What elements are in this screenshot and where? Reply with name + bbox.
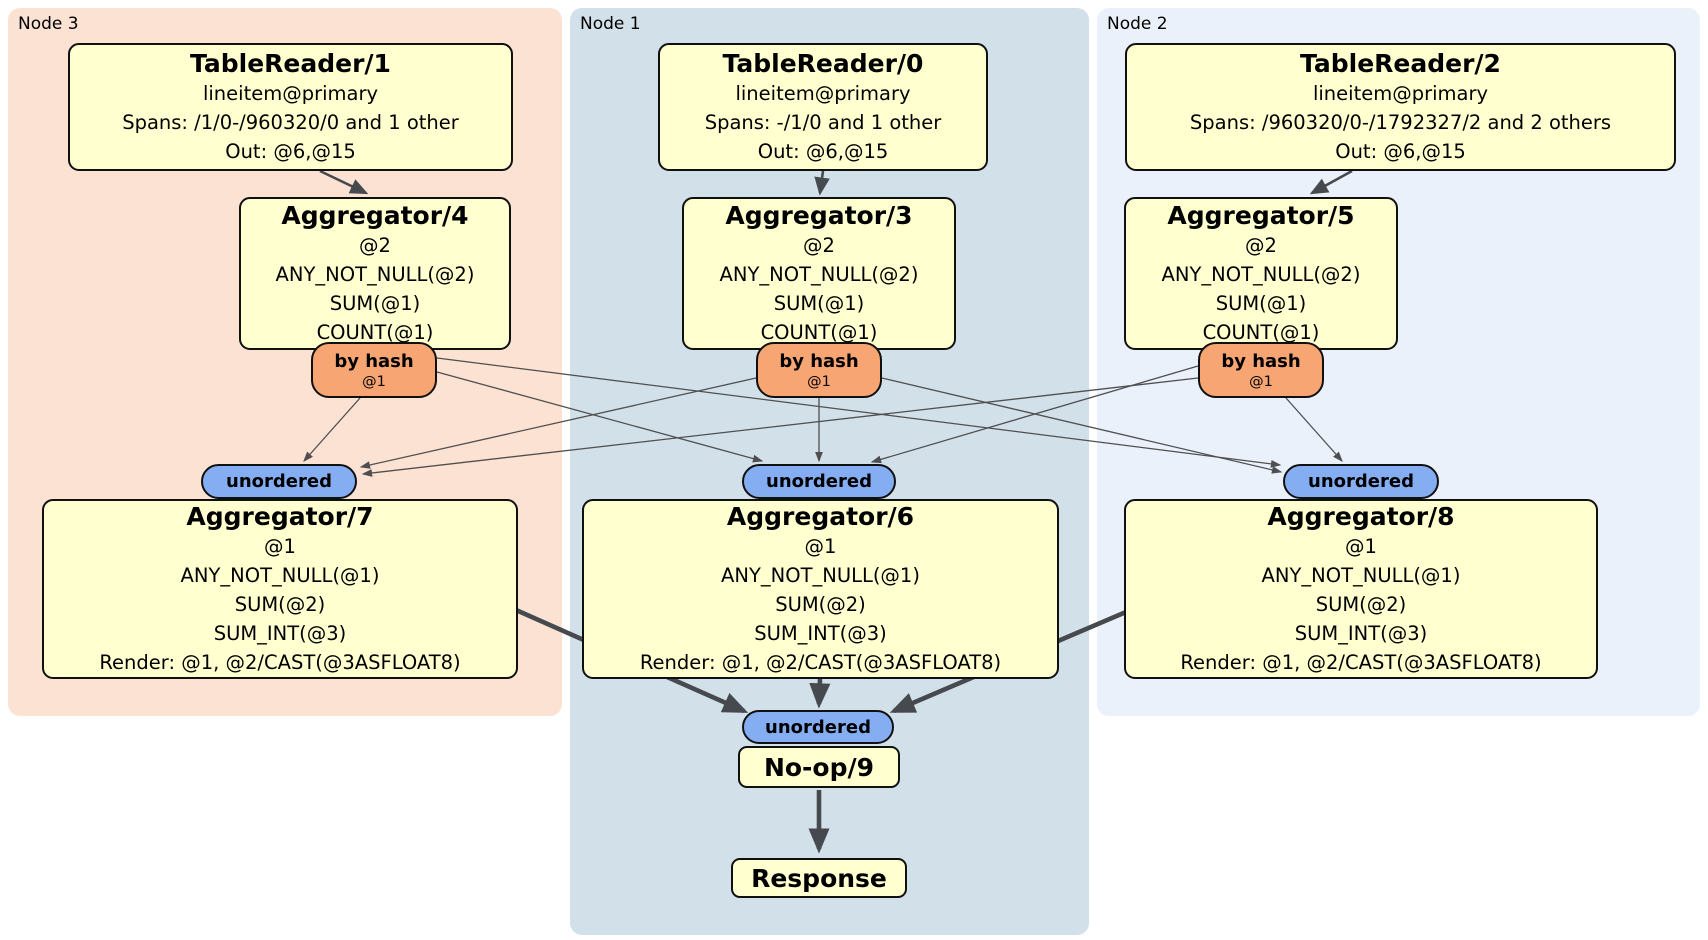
edge-tablereader0-aggregator3 [814,170,830,196]
processor-group-cols: @2 [359,234,391,257]
processor-spans: Spans: -/1/0 and 1 other [704,111,942,134]
router-by-hash-3: by hash @1 [756,342,882,398]
router-columns: @1 [362,373,386,390]
region-node-1-label: Node 1 [580,14,641,34]
processor-group-cols: @2 [803,234,835,257]
processor-title: TableReader/2 [1300,49,1501,78]
processor-agg-fn: SUM_INT(@3) [1294,622,1428,645]
processor-render: Render: @1, @2/CAST(@3ASFLOAT8) [99,651,461,674]
stream-label: unordered [226,471,332,492]
processor-agg-fn: SUM(@2) [234,593,326,616]
processor-noop-9: No-op/9 [738,746,900,788]
processor-index: lineitem@primary [735,82,911,105]
processor-title: Aggregator/7 [186,502,374,531]
processor-group-cols: @1 [264,535,296,558]
router-label: by hash [1221,350,1301,372]
edge-router5-unordered6 [870,365,1199,464]
processor-out: Out: @6,@15 [757,140,889,163]
processor-agg-fn: ANY_NOT_NULL(@2) [1161,263,1361,286]
edge-router4-unordered7 [303,397,361,462]
router-columns: @1 [1249,373,1273,390]
processor-agg-fn: ANY_NOT_NULL(@2) [275,263,475,286]
processor-agg-fn: COUNT(@1) [1202,321,1320,344]
processor-render: Render: @1, @2/CAST(@3ASFLOAT8) [1180,651,1542,674]
processor-agg-fn: COUNT(@1) [760,321,878,344]
processor-tablereader-1: TableReader/1 lineitem@primary Spans: /1… [68,43,513,171]
processor-aggregator-6: Aggregator/6 @1 ANY_NOT_NULL(@1) SUM(@2)… [582,499,1059,679]
router-label: by hash [334,350,414,372]
stream-label: unordered [1308,471,1414,492]
processor-response: Response [731,858,907,898]
processor-tablereader-2: TableReader/2 lineitem@primary Spans: /9… [1125,43,1676,171]
processor-agg-fn: SUM(@1) [773,292,865,315]
edge-router3-unordered7 [359,377,757,469]
processor-spans: Spans: /960320/0-/1792327/2 and 2 others [1189,111,1612,134]
edge-router5-unordered8 [1285,397,1343,462]
processor-aggregator-7: Aggregator/7 @1 ANY_NOT_NULL(@1) SUM(@2)… [42,499,518,679]
processor-index: lineitem@primary [202,82,379,105]
edge-tablereader1-aggregator4 [319,169,369,195]
processor-aggregator-3: Aggregator/3 @2 ANY_NOT_NULL(@2) SUM(@1)… [682,197,956,350]
edge-router3-unordered8 [881,377,1283,474]
processor-agg-fn: ANY_NOT_NULL(@1) [180,564,380,587]
processor-title: Response [751,863,887,893]
processor-group-cols: @1 [804,535,837,558]
processor-out: Out: @6,@15 [225,140,356,163]
processor-title: Aggregator/8 [1267,502,1455,531]
processor-aggregator-4: Aggregator/4 @2 ANY_NOT_NULL(@2) SUM(@1)… [239,197,511,350]
processor-agg-fn: ANY_NOT_NULL(@1) [721,564,920,587]
processor-title: Aggregator/3 [725,201,913,230]
edge-aggregator6-unordered9 [809,678,831,709]
processor-title: No-op/9 [763,752,875,782]
region-node-2-label: Node 2 [1107,14,1168,34]
stream-unordered-9: unordered [742,710,894,744]
processor-agg-fn: SUM(@2) [775,593,866,616]
stream-unordered-7: unordered [201,464,357,499]
processor-tablereader-0: TableReader/0 lineitem@primary Spans: -/… [658,43,988,171]
stream-unordered-6: unordered [742,464,896,499]
router-by-hash-5: by hash @1 [1198,342,1324,398]
processor-agg-fn: SUM(@1) [1215,292,1307,315]
processor-render: Render: @1, @2/CAST(@3ASFLOAT8) [639,651,1002,674]
processor-title: TableReader/1 [190,49,391,78]
region-node-3-label: Node 3 [18,14,79,34]
processor-agg-fn: SUM(@2) [1315,593,1407,616]
edge-router5-unordered7 [361,377,1199,477]
stream-label: unordered [766,471,872,492]
processor-agg-fn: COUNT(@1) [316,321,434,344]
stream-unordered-8: unordered [1283,464,1439,499]
processor-title: Aggregator/6 [726,502,915,531]
processor-title: Aggregator/5 [1167,201,1355,230]
processor-agg-fn: ANY_NOT_NULL(@1) [1261,564,1461,587]
processor-agg-fn: SUM(@1) [329,292,421,315]
edge-router4-unordered6 [436,371,764,463]
processor-aggregator-5: Aggregator/5 @2 ANY_NOT_NULL(@2) SUM(@1)… [1124,197,1398,350]
processor-group-cols: @1 [1345,535,1377,558]
processor-index: lineitem@primary [1312,82,1489,105]
processor-agg-fn: ANY_NOT_NULL(@2) [719,263,919,286]
processor-title: TableReader/0 [722,49,924,78]
stream-label: unordered [765,716,871,738]
edge-tablereader2-aggregator5 [1309,169,1353,195]
processor-out: Out: @6,@15 [1335,140,1466,163]
processor-title: Aggregator/4 [281,201,469,230]
router-by-hash-4: by hash @1 [311,342,437,398]
router-columns: @1 [807,373,831,390]
edge-router4-unordered8 [436,357,1282,468]
processor-agg-fn: SUM_INT(@3) [754,622,887,645]
processor-aggregator-8: Aggregator/8 @1 ANY_NOT_NULL(@1) SUM(@2)… [1124,499,1598,679]
router-label: by hash [779,350,859,372]
processor-spans: Spans: /1/0-/960320/0 and 1 other [122,111,459,134]
processor-agg-fn: SUM_INT(@3) [213,622,347,645]
processor-group-cols: @2 [1245,234,1277,257]
